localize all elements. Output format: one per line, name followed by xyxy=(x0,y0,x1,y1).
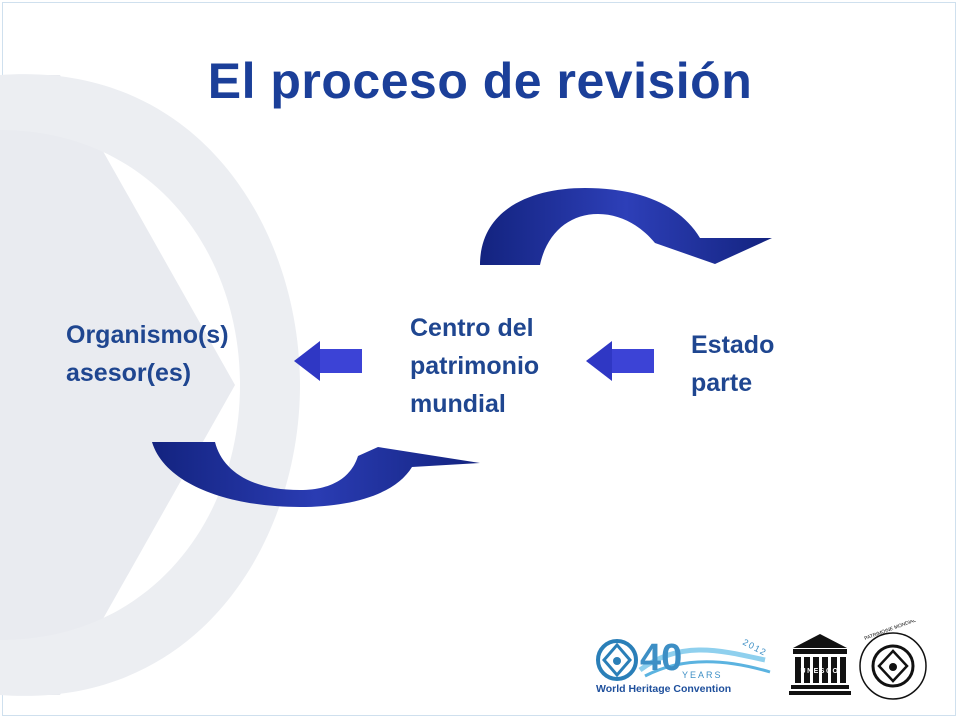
curved-arrow-bottom xyxy=(152,442,480,507)
wave-swoosh-icon xyxy=(638,647,766,673)
page-title: El proceso de revisión xyxy=(207,53,753,109)
convention-name: World Heritage Convention xyxy=(596,683,731,695)
node-centro-patrimonio: Centro del patrimonio mundial xyxy=(410,314,540,418)
straight-arrow-left xyxy=(294,341,362,381)
arrow-right-shaft xyxy=(610,349,654,373)
unesco-temple-icon xyxy=(789,634,851,695)
curved-arrow-top xyxy=(480,188,772,265)
straight-arrow-right xyxy=(586,341,654,381)
anniversary-number: 40 xyxy=(640,637,682,679)
seal-text: PATRIMOINE MONDIAL • WORLD HERITAGE • PA… xyxy=(864,620,950,642)
chevron-outer xyxy=(0,75,235,695)
chevron-arc xyxy=(0,74,300,696)
world-heritage-seal-icon xyxy=(859,632,927,700)
unesco-wordmark: UNESCO xyxy=(801,668,840,675)
wave-swoosh-icon-2 xyxy=(644,660,771,678)
node-organismo-asesor: Organismo(s) asesor(es) xyxy=(66,321,229,387)
anniversary-word: YEARS xyxy=(682,670,723,680)
node-estado-parte: Estado parte xyxy=(691,331,775,397)
footer-logos: 40 YEARS 2012 World Heritage Convention … xyxy=(596,620,950,700)
world-heritage-emblem-icon xyxy=(596,639,638,681)
arrow-left-shaft xyxy=(318,349,362,373)
arrow-left-head xyxy=(294,341,320,381)
arrow-right-head xyxy=(586,341,612,381)
